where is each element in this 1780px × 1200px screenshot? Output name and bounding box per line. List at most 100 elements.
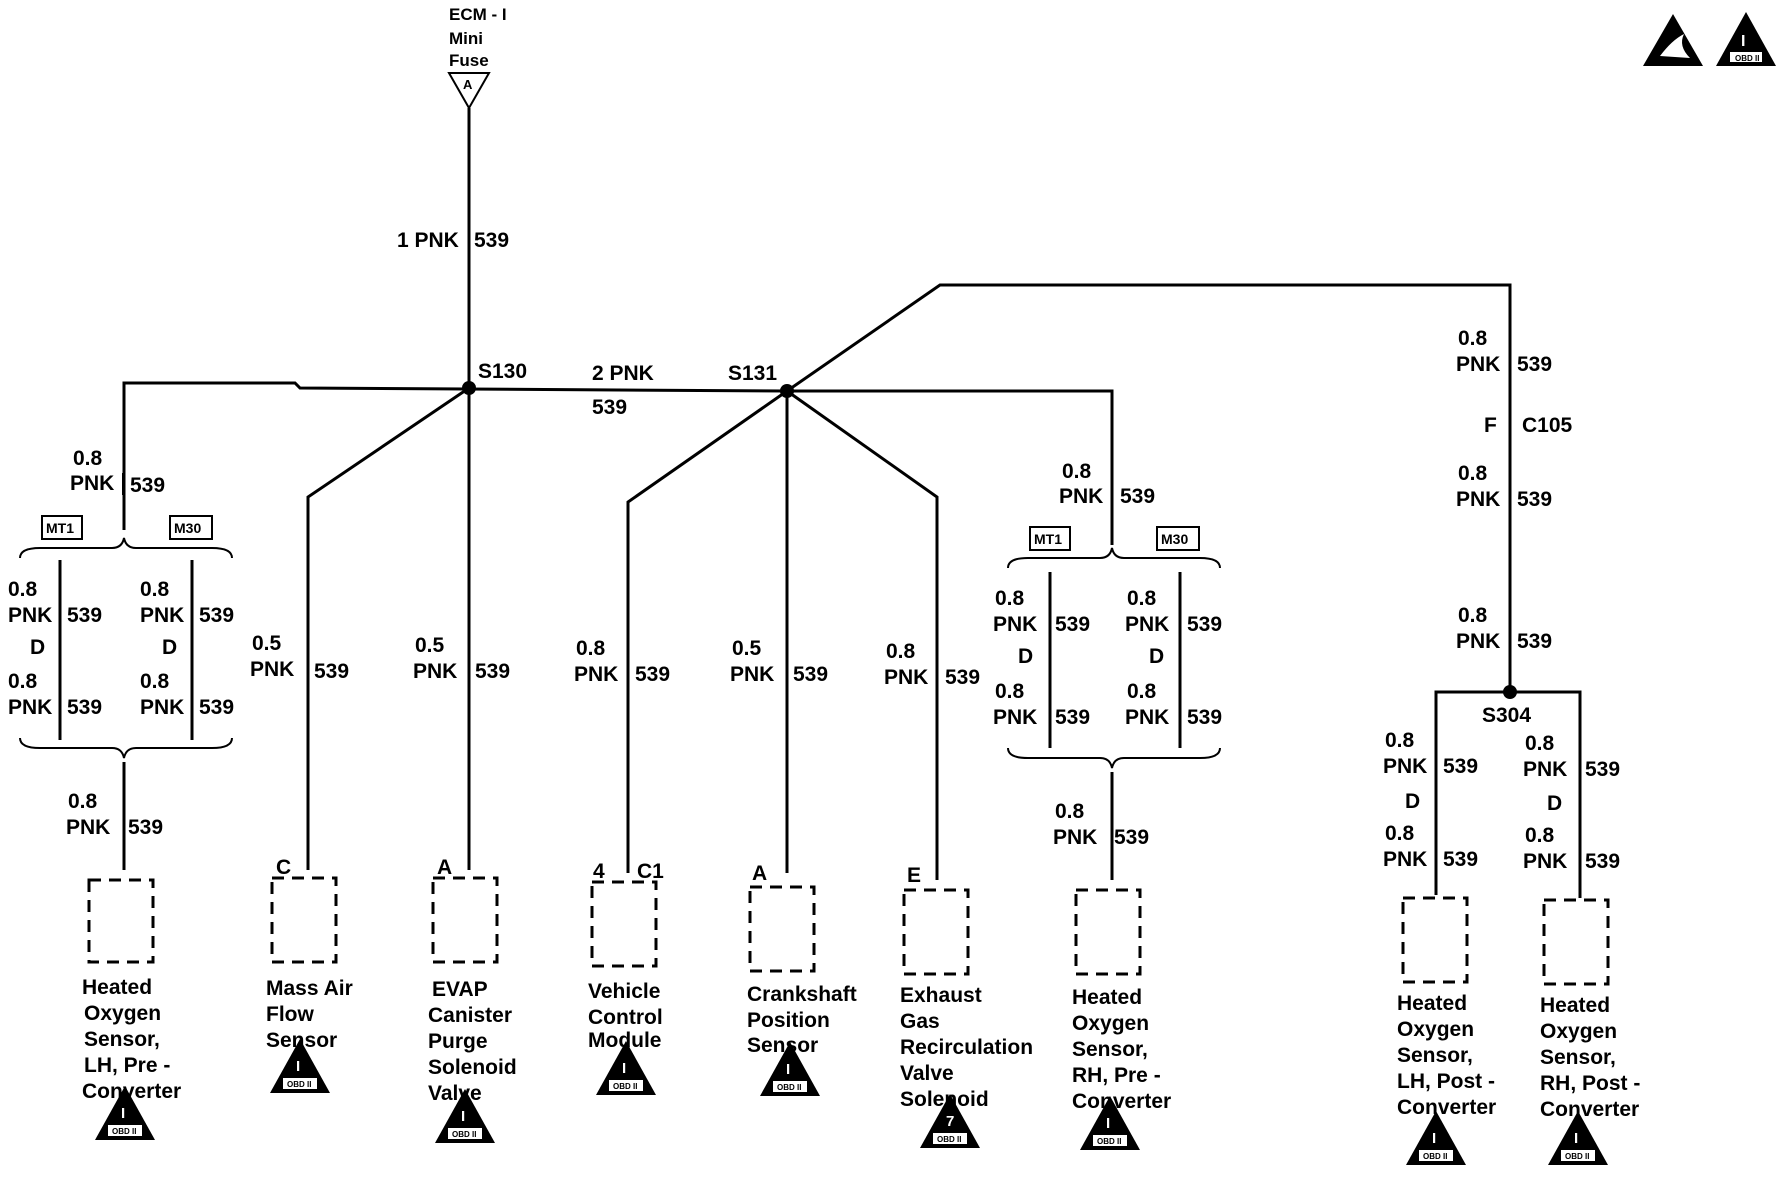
- fuse-type-2: Fuse: [449, 51, 489, 70]
- svg-text:PNK: PNK: [1125, 706, 1169, 729]
- svg-text:Sensor,: Sensor,: [1540, 1046, 1616, 1069]
- svg-text:0.8: 0.8: [68, 790, 98, 813]
- component-box-maf: [270, 876, 338, 964]
- svg-text:0.8: 0.8: [1385, 729, 1415, 752]
- svg-text:Sensor,: Sensor,: [1072, 1038, 1148, 1061]
- option-block-rh-pre: 0.8 PNK 539 MT1 M30 0.8 PNK 539 D 0.8 PN…: [993, 460, 1222, 880]
- svg-text:539: 539: [1055, 706, 1090, 729]
- obd-ii-badge-label: OBD II: [937, 1135, 961, 1144]
- c105-pin: F: [1484, 414, 1497, 437]
- splice-s131-label: S131: [728, 362, 777, 385]
- branch-labels: 0.5 PNK 539 0.5 PNK 539 0.8 PNK 539 0.5 …: [250, 632, 980, 689]
- obd-ii-badge-number: I: [121, 1105, 125, 1122]
- svg-text:0.8: 0.8: [73, 447, 103, 470]
- svg-text:E: E: [907, 864, 921, 887]
- svg-text:539: 539: [130, 474, 165, 497]
- svg-text:Crankshaft: Crankshaft: [747, 983, 857, 1006]
- svg-text:0.8: 0.8: [1458, 462, 1488, 485]
- splice-s130-label: S130: [478, 360, 527, 383]
- svg-text:PNK: PNK: [1383, 755, 1427, 778]
- svg-text:Mass Air: Mass Air: [266, 977, 353, 1000]
- component-box-vcm: [590, 880, 658, 968]
- svg-text:PNK: PNK: [1456, 353, 1500, 376]
- svg-text:PNK: PNK: [413, 660, 457, 683]
- svg-text:PNK: PNK: [993, 706, 1037, 729]
- svg-text:Canister: Canister: [428, 1004, 512, 1027]
- obd-ii-badge-label: OBD II: [777, 1083, 801, 1092]
- svg-text:Oxygen: Oxygen: [1072, 1012, 1149, 1035]
- svg-text:539: 539: [635, 663, 670, 686]
- svg-text:Converter: Converter: [82, 1080, 181, 1103]
- svg-text:0.5: 0.5: [732, 637, 762, 660]
- svg-text:4: 4: [593, 860, 605, 883]
- svg-text:0.8: 0.8: [1055, 800, 1085, 823]
- svg-text:PNK: PNK: [1125, 613, 1169, 636]
- obd-ii-badge-icon: OBD III: [270, 1039, 330, 1093]
- svg-text:D: D: [162, 636, 177, 659]
- obd-ii-badge-label: OBD II: [112, 1127, 136, 1136]
- obd-ii-badge-icon: OBD III: [596, 1041, 656, 1095]
- svg-text:LH, Post -: LH, Post -: [1397, 1070, 1495, 1093]
- svg-text:Sensor: Sensor: [747, 1034, 818, 1057]
- fuse-terminal-icon: [447, 72, 491, 111]
- svg-text:0.8: 0.8: [1127, 587, 1157, 610]
- svg-text:0.8: 0.8: [8, 578, 38, 601]
- obd-ii-badge-label: OBD II: [1423, 1152, 1447, 1161]
- svg-text:PNK: PNK: [993, 613, 1037, 636]
- svg-text:RH, Pre -: RH, Pre -: [1072, 1064, 1161, 1087]
- svg-text:Exhaust: Exhaust: [900, 984, 982, 1007]
- svg-text:0.8: 0.8: [1127, 680, 1157, 703]
- svg-text:D: D: [1405, 790, 1420, 813]
- svg-text:Vehicle: Vehicle: [588, 980, 660, 1003]
- svg-text:Oxygen: Oxygen: [1397, 1018, 1474, 1041]
- svg-text:D: D: [1018, 645, 1033, 668]
- fuse-letter: A: [463, 77, 473, 92]
- svg-text:0.8: 0.8: [1458, 327, 1488, 350]
- svg-text:PNK: PNK: [574, 663, 618, 686]
- component-box-egr: [902, 888, 970, 976]
- fuse-type: Mini: [449, 29, 483, 48]
- component-box-evap: [431, 876, 499, 964]
- component-box-hos-rh-post: [1542, 898, 1610, 986]
- main-wire-label: 1 PNK: [397, 229, 459, 252]
- component-box-hos-lh-pre: [87, 878, 155, 964]
- svg-text:OBD II: OBD II: [1735, 54, 1759, 63]
- svg-text:D: D: [1547, 792, 1562, 815]
- c105-label: C105: [1522, 414, 1573, 437]
- svg-text:Converter: Converter: [1072, 1090, 1171, 1113]
- svg-text:539: 539: [1114, 826, 1149, 849]
- svg-text:Oxygen: Oxygen: [1540, 1020, 1617, 1043]
- obd-ii-badge-icon: OBD II I: [95, 1086, 155, 1140]
- option-block-lh-pre: 0.8 PNK 539 MT1 M30 0.8 PNK 539 D 0.8 PN…: [8, 447, 234, 870]
- svg-text:0.8: 0.8: [1385, 822, 1415, 845]
- obd-ii-badge-icon: OBD III: [1548, 1111, 1608, 1165]
- svg-text:0.8: 0.8: [140, 578, 170, 601]
- svg-text:Control: Control: [588, 1006, 663, 1029]
- svg-text:A: A: [752, 862, 767, 885]
- svg-text:Converter: Converter: [1397, 1096, 1496, 1119]
- obd-ii-badge-number: I: [461, 1108, 465, 1125]
- svg-text:539: 539: [1517, 488, 1552, 511]
- svg-text:539: 539: [199, 604, 234, 627]
- svg-text:Valve: Valve: [900, 1062, 954, 1085]
- svg-text:PNK: PNK: [1523, 758, 1567, 781]
- svg-text:539: 539: [1517, 630, 1552, 653]
- svg-text:539: 539: [475, 660, 510, 683]
- svg-text:0.8: 0.8: [576, 637, 606, 660]
- components: C A 4 C1 A E: [87, 856, 1610, 986]
- svg-text:Heated: Heated: [1540, 994, 1610, 1017]
- svg-text:539: 539: [1517, 353, 1552, 376]
- svg-text:PNK: PNK: [1456, 488, 1500, 511]
- svg-text:Module: Module: [588, 1029, 662, 1052]
- svg-text:PNK: PNK: [140, 604, 184, 627]
- svg-text:539: 539: [1120, 485, 1155, 508]
- svg-text:Sensor: Sensor: [266, 1029, 337, 1052]
- svg-text:539: 539: [1443, 848, 1478, 871]
- svg-text:RH, Post -: RH, Post -: [1540, 1072, 1640, 1095]
- svg-text:EVAP: EVAP: [432, 978, 488, 1001]
- svg-text:D: D: [30, 636, 45, 659]
- svg-text:PNK: PNK: [1456, 630, 1500, 653]
- obd-ii-badge-label: OBD II: [1565, 1152, 1589, 1161]
